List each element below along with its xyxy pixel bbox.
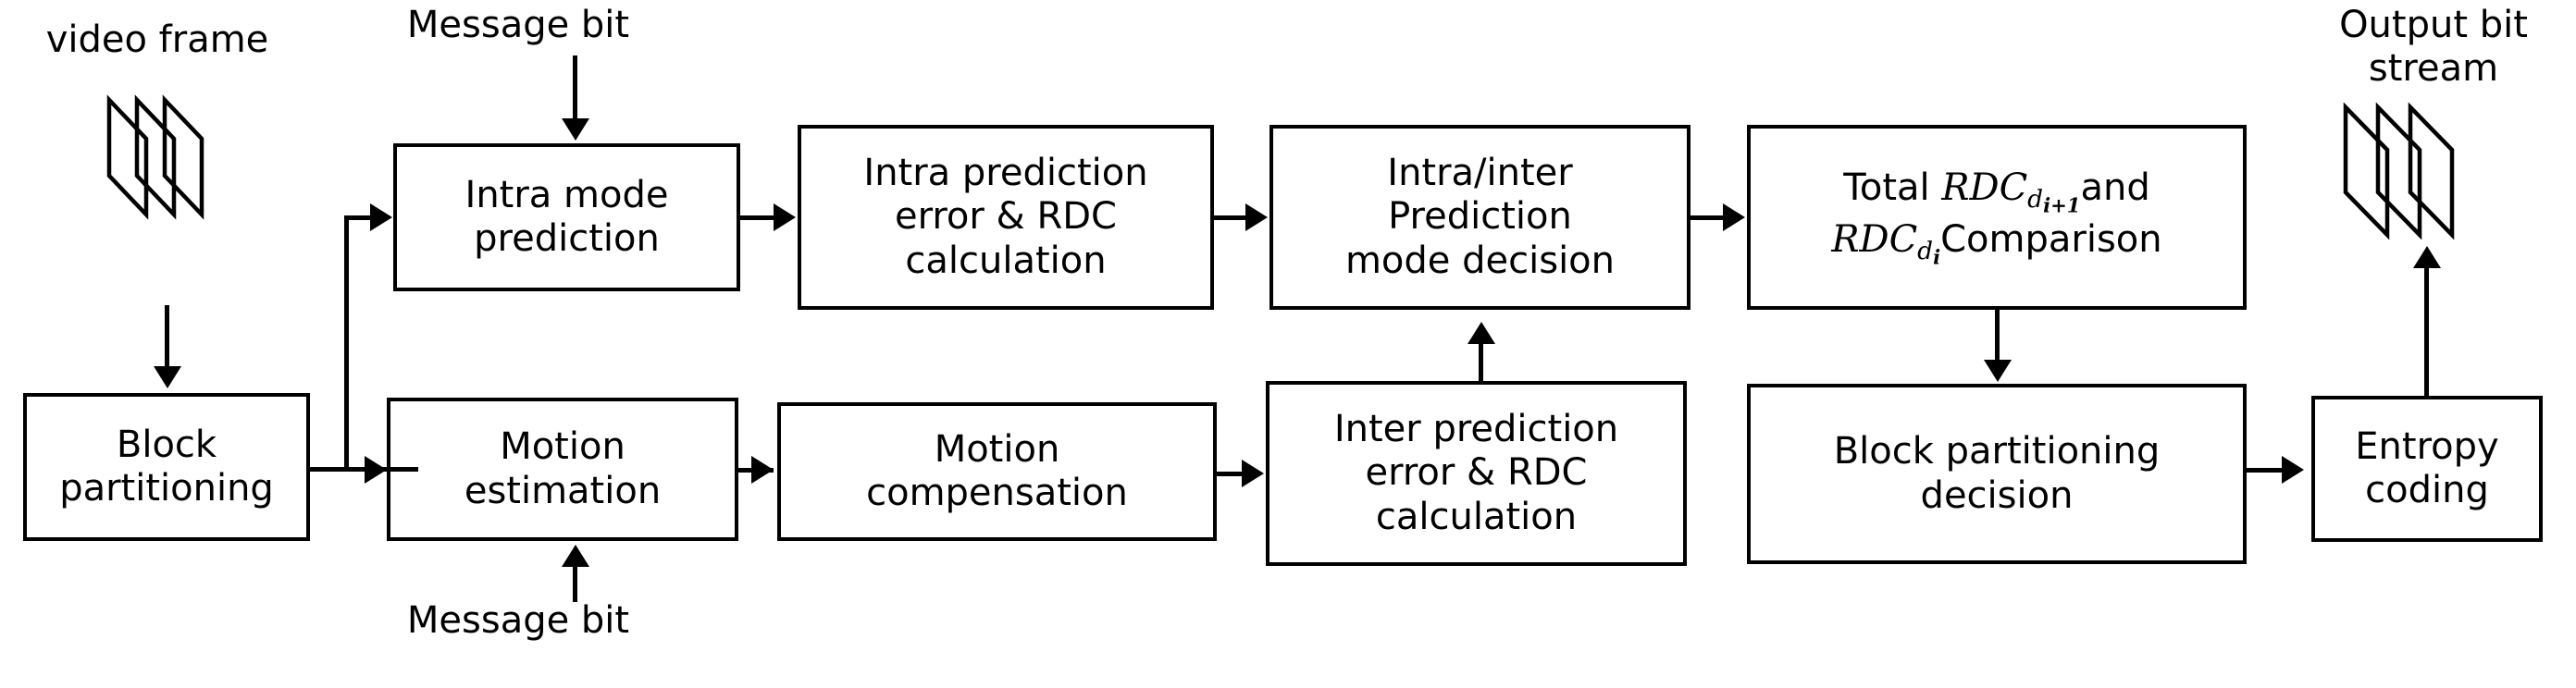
arrowhead-frame-to-blockpart	[154, 366, 181, 388]
connector-msgbit-bottom	[573, 567, 577, 602]
box-intra-prediction-error-rdc[interactable]: Intra prediction error & RDC calculation	[798, 125, 1214, 310]
connector-intererr-to-decision	[1479, 344, 1483, 383]
connector-frame-to-blockpart	[165, 305, 169, 370]
box-block-partitioning-decision[interactable]: Block partitioning decision	[1747, 384, 2247, 564]
connector-blockpartdec-to-entropy	[2247, 468, 2285, 473]
box-motion-compensation-label: Motion compensation	[866, 427, 1128, 514]
arrowhead-trunk-to-intra	[370, 203, 392, 231]
connector-intra-to-intraerr	[740, 215, 777, 220]
box-block-partitioning[interactable]: Block partitioning	[23, 393, 310, 541]
arrowhead-rdc-to-blockpartdec	[1984, 360, 2012, 382]
box-block-partitioning-decision-label: Block partitioning decision	[1833, 430, 2161, 517]
message-bit-bottom-label: Message bit	[406, 599, 630, 642]
box-intra-inter-mode-decision[interactable]: Intra/inter Prediction mode decision	[1269, 125, 1690, 310]
connector-trunk-to-intra	[344, 215, 381, 220]
video-frame-stack-icon	[93, 92, 296, 222]
arrowhead-blockpartdec-to-entropy	[2282, 456, 2304, 484]
arrowhead-msgbit-top	[562, 118, 589, 141]
box-inter-prediction-error-rdc-label: Inter prediction error & RDC calculation	[1333, 408, 1619, 538]
box-motion-compensation[interactable]: Motion compensation	[777, 402, 1217, 541]
arrowhead-intra-to-intraerr	[774, 203, 796, 231]
connector-msgbit-top	[573, 55, 577, 122]
rdc-line1-suffix: and	[2080, 166, 2150, 210]
box-motion-estimation-label: Motion estimation	[464, 425, 662, 512]
message-bit-top-label: Message bit	[406, 4, 630, 46]
output-bitstream-label: Output bit stream	[2339, 4, 2528, 91]
rdc-line1-symbol: RDC	[1941, 166, 2028, 210]
arrowhead-intraerr-to-decision	[1245, 203, 1268, 231]
connector-intraerr-to-decision	[1214, 215, 1251, 220]
box-intra-mode-prediction-label: Intra mode prediction	[464, 173, 669, 260]
arrowhead-trunk-to-motion	[365, 456, 387, 484]
rdc-line2-suffix: Comparison	[1940, 218, 2162, 261]
arrowhead-intererr-to-decision	[1468, 322, 1495, 344]
box-rdc-comparison-formula: Total RDCdi+1and RDCdiComparison	[1831, 166, 2161, 268]
connector-trunk-vertical	[344, 215, 349, 470]
output-bitstream-stack-icon	[2322, 100, 2535, 248]
rdc-line2-symbol: RDC	[1831, 218, 1918, 261]
arrowhead-msgbit-bottom	[562, 545, 589, 567]
connector-motioncomp-to-intererr	[1217, 472, 1252, 476]
box-inter-prediction-error-rdc[interactable]: Inter prediction error & RDC calculation	[1266, 381, 1687, 566]
connector-decision-to-rdc	[1690, 215, 1728, 220]
video-frame-label: video frame	[45, 18, 269, 61]
arrowhead-entropy-to-output	[2413, 246, 2441, 268]
box-entropy-coding[interactable]: Entropy coding	[2311, 396, 2543, 542]
box-motion-estimation[interactable]: Motion estimation	[387, 398, 738, 541]
box-block-partitioning-label: Block partitioning	[59, 423, 274, 510]
connector-rdc-to-blockpartdec	[1995, 310, 2000, 363]
connector-entropy-to-output	[2424, 266, 2429, 398]
arrowhead-motioncomp-to-intererr	[1242, 460, 1264, 487]
arrowhead-decision-to-rdc	[1723, 203, 1745, 231]
rdc-line1-prefix: Total	[1843, 166, 1942, 210]
box-intra-inter-mode-decision-label: Intra/inter Prediction mode decision	[1344, 152, 1616, 282]
box-intra-mode-prediction[interactable]: Intra mode prediction	[393, 143, 740, 291]
arrowhead-motionest-to-motioncomp	[751, 456, 774, 484]
box-entropy-coding-label: Entropy coding	[2355, 424, 2499, 511]
rdc-line2-subscript: di	[1917, 236, 1941, 269]
connector-blockpart-out	[307, 467, 418, 472]
box-intra-prediction-error-rdc-label: Intra prediction error & RDC calculation	[863, 152, 1148, 282]
box-rdc-comparison[interactable]: Total RDCdi+1and RDCdiComparison	[1747, 125, 2247, 310]
rdc-line1-subscript: di+1	[2027, 185, 2081, 217]
